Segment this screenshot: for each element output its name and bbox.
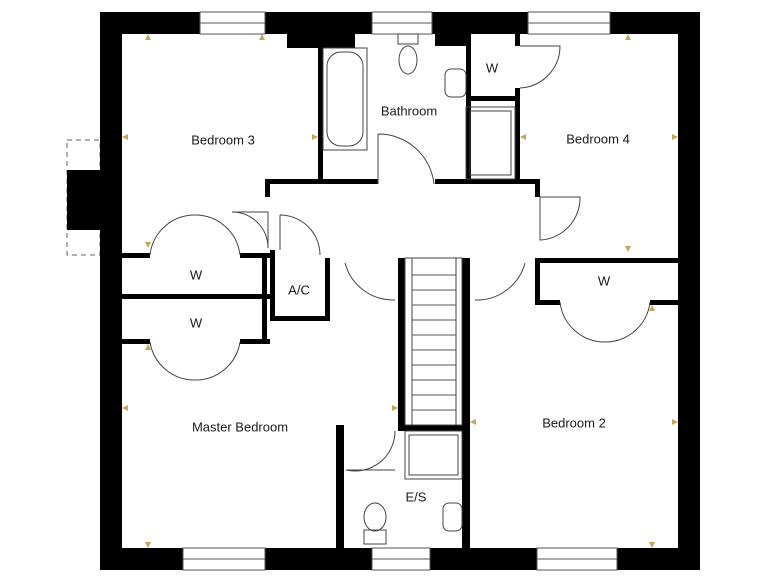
door-swing-icon bbox=[149, 45, 651, 472]
bath-icon bbox=[322, 47, 368, 151]
room-label-wardrobe-lower: W bbox=[189, 315, 203, 331]
room-label-master-bedroom: Master Bedroom bbox=[191, 419, 289, 435]
shower-icon bbox=[404, 106, 516, 480]
room-label-bedroom-3: Bedroom 3 bbox=[191, 132, 255, 148]
window-icon bbox=[182, 11, 618, 571]
room-label-wardrobe-upper: W bbox=[189, 267, 203, 283]
basin-icon bbox=[442, 68, 467, 532]
room-label-bedroom-4: Bedroom 4 bbox=[566, 131, 630, 147]
toilet-icon bbox=[363, 33, 419, 545]
room-label-wardrobe-bedroom-4: W bbox=[485, 60, 499, 76]
stairs-icon bbox=[404, 257, 463, 426]
internal-walls bbox=[122, 34, 678, 548]
room-label-bedroom-2: Bedroom 2 bbox=[542, 415, 606, 431]
room-label-airing-cupboard: A/C bbox=[288, 282, 310, 298]
room-label-bathroom: Bathroom bbox=[380, 103, 438, 119]
dimension-markers bbox=[122, 34, 678, 548]
room-label-wardrobe-bedroom-2: W bbox=[597, 273, 611, 289]
chimney-icon bbox=[66, 139, 101, 256]
room-label-ensuite: E/S bbox=[405, 489, 427, 505]
